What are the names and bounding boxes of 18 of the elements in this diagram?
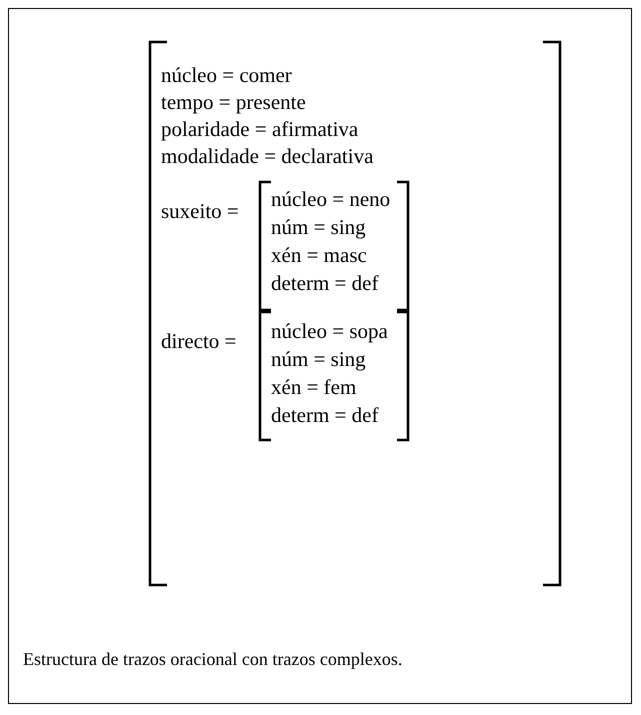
feature-line: directo = xyxy=(161,329,236,353)
feature-line: suxeito = xyxy=(161,199,239,223)
feature-line: núm = sing xyxy=(271,347,366,371)
feature-line: xén = fem xyxy=(271,375,356,399)
feature-line: determ = def xyxy=(271,403,378,427)
figure-caption: Estructura de trazos oracional con trazos complexos. xyxy=(23,649,402,670)
feature-line: xén = masc xyxy=(271,243,367,267)
feature-line: núm = sing xyxy=(271,215,366,239)
feature-matrix xyxy=(259,311,409,441)
feature-line: determ = def xyxy=(271,271,378,295)
feature-line: modalidade = declarativa xyxy=(161,144,374,168)
feature-matrix xyxy=(259,181,409,311)
feature-line: polaridade = afirmativa xyxy=(161,117,358,141)
feature-line: núcleo = comer xyxy=(161,63,292,87)
feature-matrix xyxy=(149,41,561,586)
feature-line: tempo = presente xyxy=(161,90,306,114)
feature-line: núcleo = neno xyxy=(271,187,390,211)
feature-line: núcleo = sopa xyxy=(271,319,388,343)
